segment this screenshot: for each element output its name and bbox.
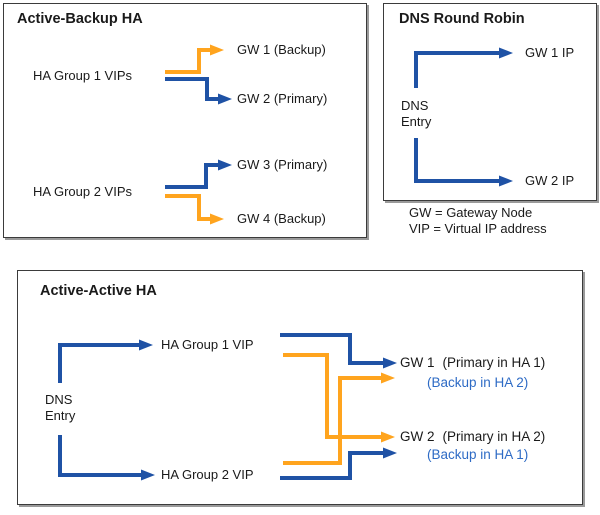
gw3-primary-label: GW 3 (Primary)	[237, 157, 328, 172]
ha-group1-vips-label: HA Group 1 VIPs	[33, 68, 132, 83]
dns-entry-label: DNS Entry	[401, 98, 432, 129]
active-backup-ha-title: Active-Backup HA	[17, 11, 143, 27]
ha-group2-vips-label: HA Group 2 VIPs	[33, 184, 132, 199]
dns-round-robin-title: DNS Round Robin	[399, 11, 525, 27]
gw1-ip-label: GW 1 IP	[525, 45, 575, 60]
gw1-backup-role-line: (Backup in HA 2)	[427, 375, 529, 390]
gw2-primary-role: (Primary in HA 2)	[442, 429, 546, 444]
gw1-name: GW 1	[400, 355, 435, 370]
active-backup-ha-panel	[3, 3, 367, 238]
gw2-primary-label: GW 2 (Primary)	[237, 91, 328, 106]
gw2-backup-role-line: (Backup in HA 1)	[427, 447, 529, 462]
ha-group1-vip-label: HA Group 1 VIP	[161, 337, 254, 352]
ha-group2-vip-label: HA Group 2 VIP	[161, 467, 254, 482]
gw1-primary-role: (Primary in HA 1)	[442, 355, 546, 370]
gw2-ip-label: GW 2 IP	[525, 173, 575, 188]
gw1-backup-label: GW 1 (Backup)	[237, 42, 326, 57]
gw1-primary-role-line: GW 1 (Primary in HA 1)	[400, 355, 545, 371]
dns-entry-label-active-active: DNS Entry	[45, 392, 76, 423]
gw2-primary-role-line: GW 2 (Primary in HA 2)	[400, 429, 545, 445]
gw2-name: GW 2	[400, 429, 435, 444]
legend-gw-definition: GW = Gateway Node	[409, 205, 533, 220]
gw4-backup-label: GW 4 (Backup)	[237, 211, 326, 226]
active-active-ha-title: Active-Active HA	[40, 283, 157, 299]
legend-vip-definition: VIP = Virtual IP address	[409, 221, 547, 236]
